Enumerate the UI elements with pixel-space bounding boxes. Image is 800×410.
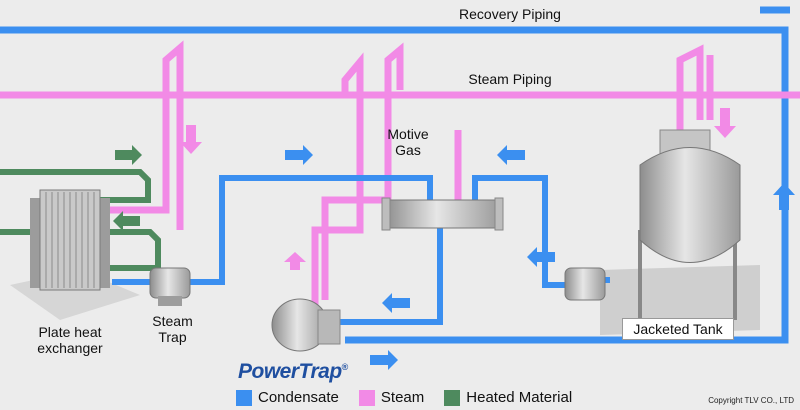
arrow-steam-down-hx xyxy=(180,125,202,154)
motive-gas-line2: Gas xyxy=(395,142,421,158)
arrow-heated-left xyxy=(113,211,140,231)
steam-piping-label: Steam Piping xyxy=(468,71,552,87)
copyright-text: Copyright TLV CO., LTD xyxy=(708,396,794,405)
arrow-steam-down-tank xyxy=(714,108,736,138)
steam-pipe-to-hx xyxy=(110,40,184,230)
steam-trap-tank xyxy=(564,267,606,301)
arrow-cond-up xyxy=(773,183,795,210)
arrow-cond-left-1 xyxy=(497,145,525,165)
steam-piping xyxy=(0,40,800,315)
powertrap-logo: PowerTrap® xyxy=(238,360,348,384)
steam-trap-line2: Trap xyxy=(158,329,187,345)
condensate-trap-to-receiver xyxy=(190,175,433,285)
condensate-receiver-to-powertrap xyxy=(330,225,443,325)
arrow-heated-right xyxy=(115,145,142,165)
motive-gas-line1: Motive xyxy=(387,126,429,142)
motive-gas-label: Motive Gas xyxy=(378,126,438,158)
receiver-vessel xyxy=(381,197,504,231)
legend-swatch-condensate xyxy=(236,389,252,406)
legend: Condensate Steam Heated Material xyxy=(236,389,582,406)
plate-hx-line2: exchanger xyxy=(37,340,103,356)
steam-pipe-to-powertrap xyxy=(311,52,364,315)
heated-material-pipe-upper xyxy=(0,169,151,203)
plate-hx-line1: Plate heat xyxy=(38,324,102,340)
jacketed-tank xyxy=(638,129,741,320)
condensate-tank-trap-to-receiver xyxy=(472,175,570,288)
legend-label-steam: Steam xyxy=(380,389,425,406)
legend-swatch-steam xyxy=(358,389,375,406)
recovery-piping-label: Recovery Piping xyxy=(459,6,561,22)
legend-item-steam: Steam xyxy=(358,389,425,406)
arrow-cond-left-2 xyxy=(382,293,410,313)
steam-pipe-loop xyxy=(321,42,404,300)
arrow-cond-right-1 xyxy=(285,145,313,165)
steam-trap-label: Steam Trap xyxy=(140,313,205,345)
flow-arrows xyxy=(113,108,795,370)
powertrap-logo-text: PowerTrap xyxy=(238,360,342,383)
legend-swatch-heated-material xyxy=(444,389,461,406)
arrow-cond-left-3 xyxy=(527,247,555,267)
powertrap-pump xyxy=(271,298,341,352)
legend-label-condensate: Condensate xyxy=(258,389,339,406)
steam-trap-line1: Steam xyxy=(152,313,193,329)
legend-item-heated-material: Heated Material xyxy=(444,389,572,406)
arrow-steam-up-pt xyxy=(284,252,306,270)
legend-label-heated-material: Heated Material xyxy=(466,389,573,406)
powertrap-logo-mark: ® xyxy=(341,362,349,372)
legend-item-condensate: Condensate xyxy=(236,389,339,406)
steam-trap-hx xyxy=(149,267,191,306)
arrow-cond-right-2 xyxy=(370,350,398,370)
plate-hx-label: Plate heat exchanger xyxy=(20,324,120,356)
plate-heat-exchanger xyxy=(30,189,110,291)
jacketed-tank-label: Jacketed Tank xyxy=(622,318,734,340)
steam-pipe-to-tank xyxy=(676,44,704,130)
